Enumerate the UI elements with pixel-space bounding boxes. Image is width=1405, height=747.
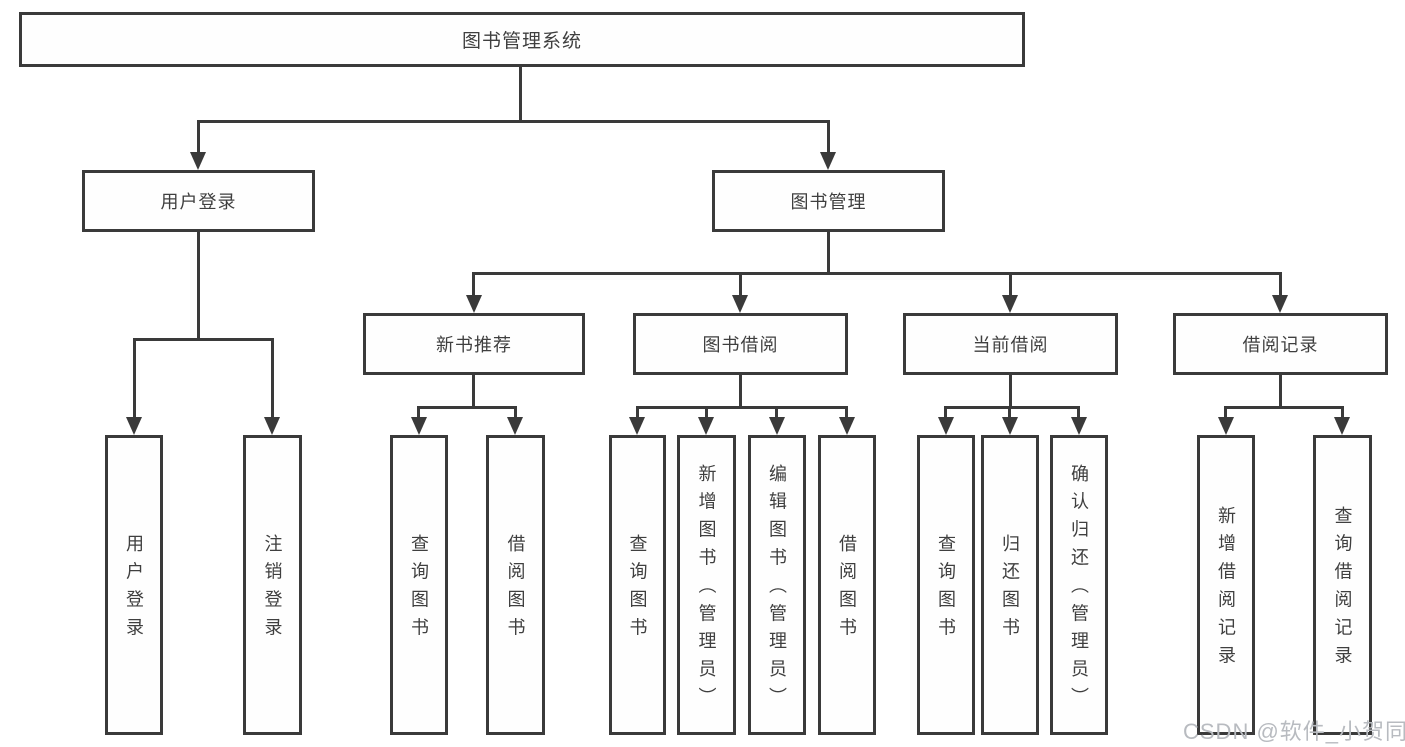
node-book-mgmt: 图书管理 [712, 170, 945, 232]
leaf-bor-query: 查询图书 [609, 435, 666, 735]
connector-leaf-recquery-stem [417, 406, 420, 420]
leaf-user-login: 用户登录 [105, 435, 163, 735]
arrowhead-newrec [466, 295, 482, 313]
arrowhead-leaf-recquery [411, 417, 427, 435]
arrowhead-leaf-curquery [938, 417, 954, 435]
arrowhead-leaf-recborrow [507, 417, 523, 435]
leaf-user-login-label: 用户登录 [124, 534, 144, 646]
connector-leaf-borborrow-stem [845, 406, 848, 420]
arrowhead-leaf-borquery [629, 417, 645, 435]
node-user-login-label: 用户登录 [160, 192, 237, 212]
leaf-cur-return: 归还图书 [981, 435, 1039, 735]
arrowhead-leaf-recdadd [1218, 417, 1234, 435]
arrowhead-leaf-boradd [698, 417, 714, 435]
leaf-cur-query-label: 查询图书 [936, 534, 956, 646]
arrowhead-records [1272, 295, 1288, 313]
arrowhead-bookmgmt [820, 152, 836, 170]
leaf-bor-edit: 编辑图书（管理员） [748, 435, 806, 735]
connector-leaf-boredit-stem [775, 406, 778, 420]
node-user-login: 用户登录 [82, 170, 315, 232]
node-new-rec-label: 新书推荐 [436, 335, 512, 355]
connector-userlogin-rail [133, 338, 274, 341]
connector-records-down [1279, 374, 1282, 409]
leaf-bor-add: 新增图书（管理员） [677, 435, 736, 735]
node-root: 图书管理系统 [19, 12, 1025, 67]
connector-root-bookmgmt-stem [827, 120, 830, 154]
csdn-watermark: CSDN @软件_小贺同学 [1183, 719, 1405, 744]
leaf-bor-borrow-label: 借阅图书 [837, 534, 857, 646]
arrowhead-borrowing [732, 295, 748, 313]
leaf-cur-confirm-label: 确认归还（管理员） [1069, 464, 1089, 716]
leaf-recd-query: 查询借阅记录 [1313, 435, 1372, 735]
connector-current-rail [944, 406, 1080, 409]
connector-borrowing-rail [636, 406, 848, 409]
arrowhead-leaf-borborrow [839, 417, 855, 435]
arrowhead-leaf-curreturn [1002, 417, 1018, 435]
leaf-logout-label: 注销登录 [262, 534, 283, 646]
leaf-rec-borrow-label: 借阅图书 [505, 534, 526, 646]
node-current: 当前借阅 [903, 313, 1118, 375]
connector-newrec-stem [472, 272, 475, 298]
connector-userlogin-stem [197, 231, 200, 341]
connector-leaf-curconfirm-stem [1077, 406, 1080, 420]
leaf-rec-query: 查询图书 [390, 435, 448, 735]
leaf-cur-query: 查询图书 [917, 435, 975, 735]
leaf-cur-confirm: 确认归还（管理员） [1050, 435, 1108, 735]
leaf-bor-query-label: 查询图书 [627, 534, 648, 646]
connector-leaf-recdquery-stem [1341, 406, 1344, 420]
connector-root-userlogin-stem [197, 120, 200, 154]
node-borrowing-label: 图书借阅 [702, 335, 779, 355]
connector-newrec-down [472, 374, 475, 409]
leaf-cur-return-label: 归还图书 [1000, 534, 1020, 646]
connector-leaf-curquery-stem [944, 406, 947, 420]
leaf-bor-edit-label: 编辑图书（管理员） [767, 464, 787, 716]
node-records: 借阅记录 [1173, 313, 1388, 375]
node-borrowing: 图书借阅 [633, 313, 848, 375]
arrowhead-leaf-boredit [769, 417, 785, 435]
connector-leaf-curreturn-stem [1008, 406, 1011, 420]
connector-records-stem [1279, 272, 1282, 298]
connector-leaf-boradd-stem [705, 406, 708, 420]
arrowhead-leaf-recdquery [1334, 417, 1350, 435]
arrowhead-userlogin [190, 152, 206, 170]
connector-bookmgmt-rail [472, 272, 1282, 275]
leaf-logout: 注销登录 [243, 435, 302, 735]
connector-root-rail [197, 120, 830, 123]
connector-root-stem [519, 67, 522, 123]
connector-leaf-userlogin-stem [133, 338, 136, 419]
node-new-rec: 新书推荐 [363, 313, 585, 375]
leaf-bor-add-label: 新增图书（管理员） [696, 464, 717, 716]
leaf-recd-add: 新增借阅记录 [1197, 435, 1255, 735]
node-records-label: 借阅记录 [1242, 335, 1319, 355]
node-root-label: 图书管理系统 [461, 31, 582, 52]
connector-borrowing-down [739, 374, 742, 409]
connector-leaf-logout-stem [271, 338, 274, 419]
connector-leaf-borquery-stem [636, 406, 639, 420]
arrowhead-leaf-userlogin [126, 417, 142, 435]
arrowhead-leaf-logout [264, 417, 280, 435]
connector-current-stem [1009, 272, 1012, 298]
connector-leaf-recdadd-stem [1224, 406, 1227, 420]
connector-bookmgmt-stem [827, 231, 830, 275]
leaf-recd-query-label: 查询借阅记录 [1332, 506, 1353, 674]
connector-borrowing-stem [739, 272, 742, 298]
connector-records-rail [1224, 406, 1344, 409]
leaf-recd-add-label: 新增借阅记录 [1216, 506, 1236, 674]
connector-leaf-recborrow-stem [514, 406, 517, 420]
arrowhead-current [1002, 295, 1018, 313]
arrowhead-leaf-curconfirm [1071, 417, 1087, 435]
leaf-rec-borrow: 借阅图书 [486, 435, 545, 735]
leaf-rec-query-label: 查询图书 [409, 534, 429, 646]
leaf-bor-borrow: 借阅图书 [818, 435, 876, 735]
connector-current-down [1009, 374, 1012, 409]
node-book-mgmt-label: 图书管理 [790, 192, 867, 212]
node-current-label: 当前借阅 [972, 335, 1049, 355]
connector-newrec-rail [417, 406, 517, 409]
